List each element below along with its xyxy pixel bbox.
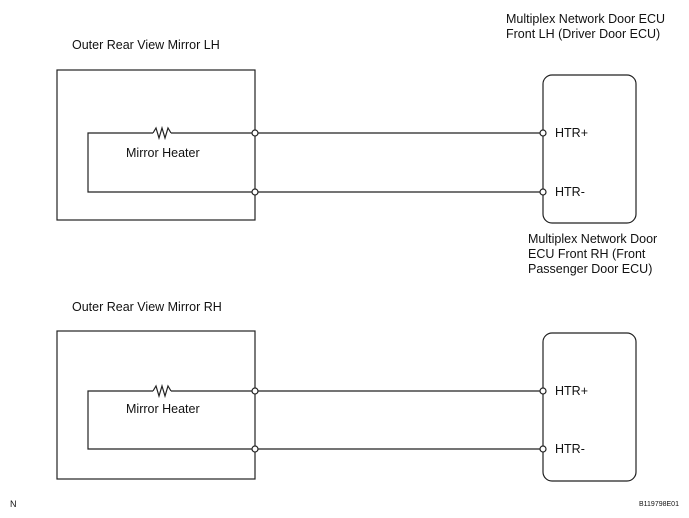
ecu-front-rh-label-line2: ECU Front RH (Front [528,247,646,261]
figure-code: B119798E01 [639,501,679,508]
mirror-rh-heater-label: Mirror Heater [126,402,200,416]
mirror-rh-heater-loop-left [87,390,253,450]
ecu-rh-pin-htr-plus: HTR+ [555,384,588,398]
terminal-lh-ecu-top [539,129,547,137]
terminal-lh-mirror-bottom [251,188,259,196]
ecu-front-lh-label-line1: Multiplex Network Door ECU [506,12,666,26]
mirror-rh-box [56,330,256,480]
mirror-lh-heater-label: Mirror Heater [126,146,200,160]
mirror-lh-heater-loop-left [87,132,253,193]
ecu-front-lh-label-line2: Front LH (Driver Door ECU) [506,27,661,41]
mirror-lh-label: Outer Rear View Mirror LH [72,38,220,52]
corner-letter: N [10,499,17,509]
ecu-lh-pin-htr-plus: HTR+ [555,126,588,140]
ecu-front-rh-label-line1: Multiplex Network Door [528,232,658,246]
terminal-rh-mirror-top [251,387,259,395]
mirror-rh-label: Outer Rear View Mirror RH [72,300,222,314]
ecu-front-rh-label-line3: Passenger Door ECU) [528,262,653,276]
ecu-front-rh-box [542,332,637,482]
terminal-rh-ecu-bottom [539,445,547,453]
terminal-lh-ecu-bottom [539,188,547,196]
ecu-front-lh-box [542,74,637,224]
terminal-rh-ecu-top [539,387,547,395]
ecu-rh-pin-htr-minus: HTR- [555,442,585,456]
terminal-lh-mirror-top [251,129,259,137]
mirror-lh-heater-resistor [152,125,172,141]
terminal-rh-mirror-bottom [251,445,259,453]
mirror-rh-heater-resistor [152,383,172,399]
ecu-lh-pin-htr-minus: HTR- [555,185,585,199]
mirror-lh-box [56,69,256,221]
